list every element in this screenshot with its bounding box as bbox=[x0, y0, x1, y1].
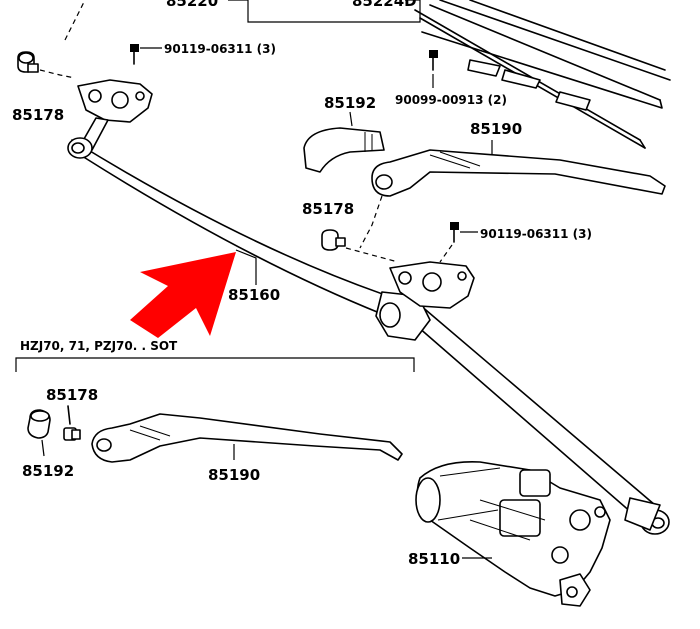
arrow-shape bbox=[130, 252, 236, 338]
label-85192-lower: 85192 bbox=[22, 462, 74, 480]
nut-left-icon bbox=[17, 51, 39, 73]
variant-bracket bbox=[15, 357, 415, 372]
wiper-arm-lower bbox=[91, 413, 403, 463]
pivot-right bbox=[389, 261, 475, 309]
cap-upper-icon bbox=[303, 127, 385, 173]
wiper-arm-upper bbox=[371, 149, 666, 197]
label-85220: 85220 bbox=[166, 0, 218, 10]
cap-lower-icon bbox=[27, 409, 51, 439]
nut-mid-icon bbox=[321, 229, 346, 251]
label-85190-upper: 85190 bbox=[470, 120, 522, 138]
variant-heading: HZJ70, 71, PZJ70. . SOT bbox=[20, 339, 178, 353]
top-bracket-callout bbox=[228, 0, 421, 23]
label-bolt-right: 90119-06311 (3) bbox=[480, 227, 592, 241]
bolt-top-icon bbox=[130, 44, 162, 65]
red-arrow-icon bbox=[130, 252, 236, 338]
pivot-left bbox=[77, 79, 153, 151]
label-85190-lower: 85190 bbox=[208, 466, 260, 484]
label-85160: 85160 bbox=[228, 286, 280, 304]
label-85110: 85110 bbox=[408, 550, 460, 568]
label-85192-upper: 85192 bbox=[324, 94, 376, 112]
wiper-motor bbox=[415, 461, 611, 607]
label-85178-mid: 85178 bbox=[302, 200, 354, 218]
label-bolt-top: 90119-06311 (3) bbox=[164, 42, 276, 56]
label-85224d: 85224D bbox=[352, 0, 417, 10]
wiper-blade bbox=[414, 0, 671, 149]
label-clip-blade: 90099-00913 (2) bbox=[395, 93, 507, 107]
label-85178-left: 85178 bbox=[12, 106, 64, 124]
clip-icon bbox=[429, 50, 438, 88]
label-85178-lower: 85178 bbox=[46, 386, 98, 404]
bolt-right-icon bbox=[450, 222, 478, 243]
nut-lower-icon bbox=[63, 405, 81, 441]
